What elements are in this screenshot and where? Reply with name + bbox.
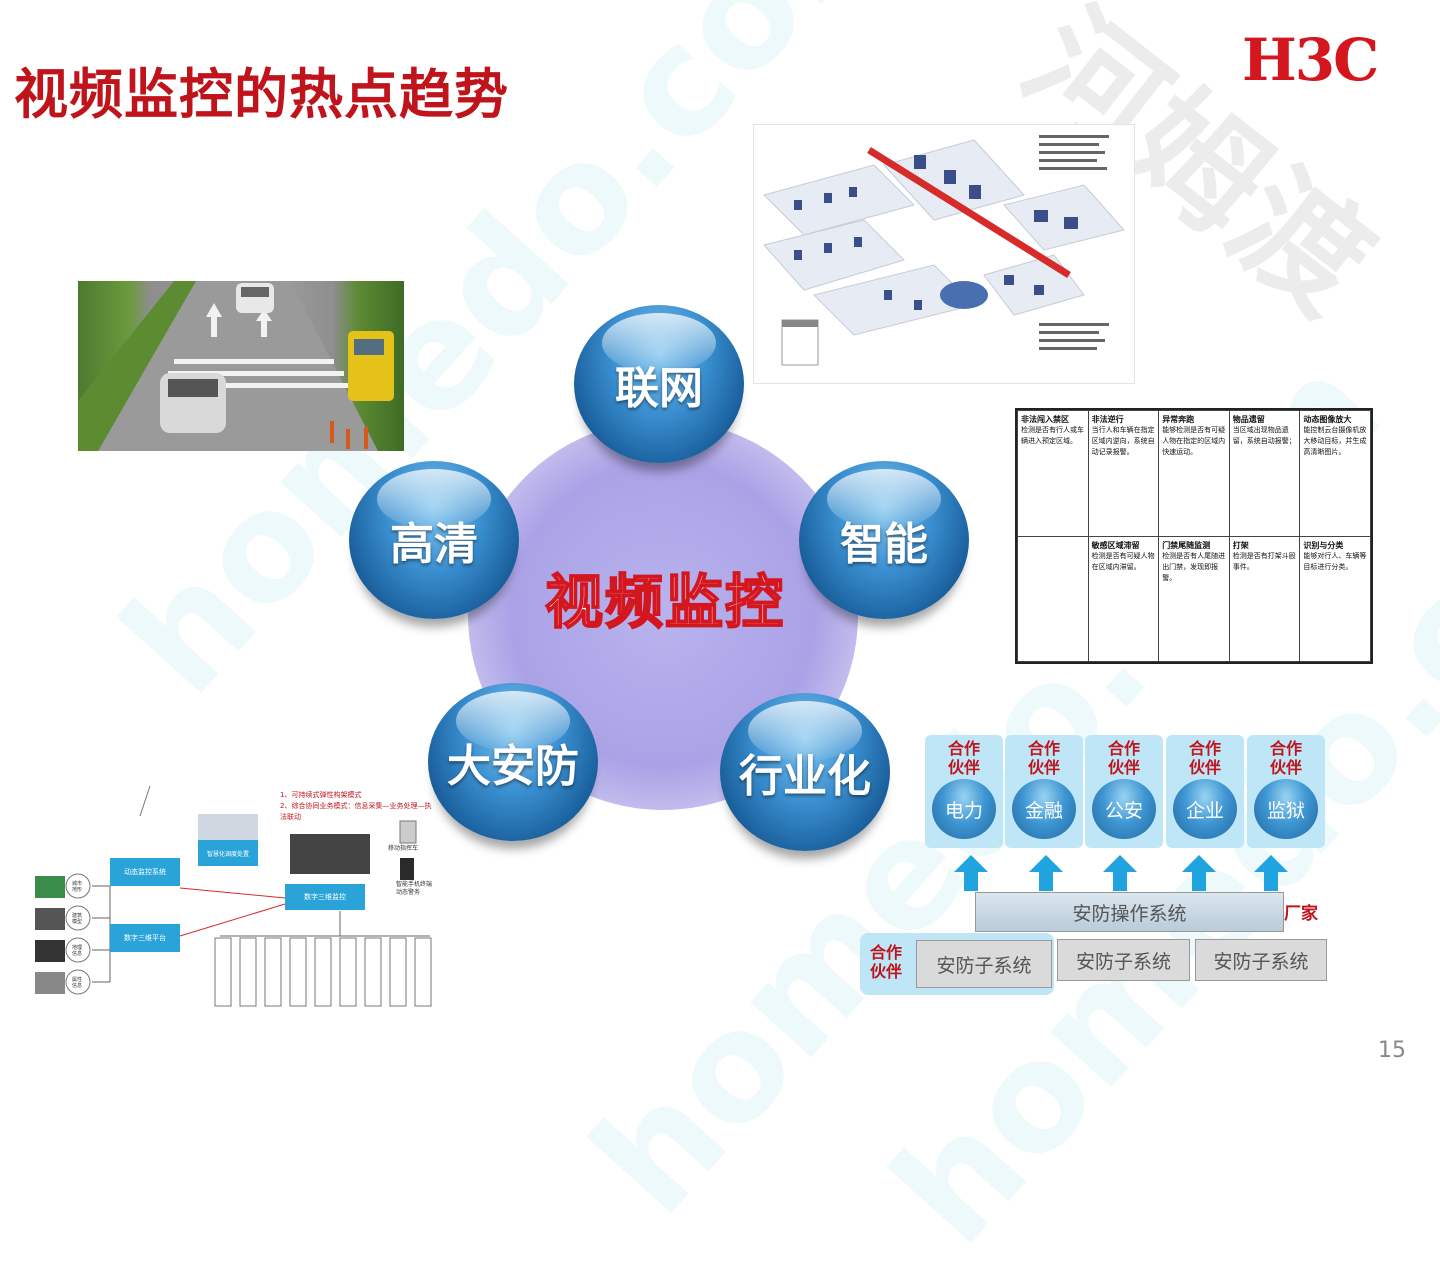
box-dispatch: 智慧化调度处置 <box>198 840 258 866</box>
sector-ball: 监狱 <box>1254 779 1318 839</box>
box-3d-monitoring: 数字三维监控 <box>285 884 365 910</box>
table-cell <box>1017 535 1089 662</box>
security-os-box: 安防操作系统 <box>975 892 1284 932</box>
sector-ball: 电力 <box>932 779 996 839</box>
diagram-notes: 1、可持续式弹性构架模式 2、综合协同业务模式：信息采集—业务处理—执法联动 <box>280 791 432 821</box>
subsystem-box: 安防子系统 <box>1195 939 1327 981</box>
partner-card: 合作伙伴 监狱 <box>1247 735 1325 848</box>
partner-card: 合作伙伴 金融 <box>1005 735 1083 848</box>
up-arrow-icon <box>1254 855 1288 891</box>
industry-architecture-diagram: 合作伙伴 电力 合作伙伴 金融 合作伙伴 公安 合作伙伴 企业 合作伙伴 监狱 … <box>858 735 1348 1000</box>
bubble-security: 大安防 <box>428 683 598 841</box>
left-label: 建筑模型 <box>72 913 83 925</box>
sector-ball: 企业 <box>1173 779 1237 839</box>
partner-card: 合作伙伴 电力 <box>925 735 1003 848</box>
up-arrow-icon <box>1103 855 1137 891</box>
table-cell: 识别与分类能够对行人、车辆等目标进行分类。 <box>1299 535 1371 662</box>
subsystem-box: 安防子系统 <box>916 940 1052 988</box>
page-number: 15 <box>1378 1038 1406 1063</box>
sector-ball: 公安 <box>1092 779 1156 839</box>
table-cell: 非法逆行当行人和车辆在指定区域内逆向，系统自动记录报警。 <box>1087 410 1160 537</box>
page-title: 视频监控的热点趋势 <box>14 63 509 126</box>
up-arrow-icon <box>1029 855 1063 891</box>
security-system-diagram: 1、可持续式弹性构架模式 2、综合协同业务模式：信息采集—业务处理—执法联动 动… <box>30 786 435 1008</box>
network-topology-diagram <box>753 124 1135 384</box>
h3c-logo: H3C <box>1242 26 1379 94</box>
bubble-intelligent: 智能 <box>799 461 969 619</box>
table-cell: 打架检测是否有打架斗殴事件。 <box>1228 535 1301 662</box>
table-cell: 门禁尾随监测检测是否有人尾随进出门禁，发现即报警。 <box>1158 535 1230 662</box>
sector-ball: 金融 <box>1012 779 1076 839</box>
table-cell: 异常奔跑能够检测是否有可疑人物在指定的区域内快速运动。 <box>1158 410 1230 537</box>
left-label: 城市地形 <box>72 881 83 893</box>
mobile-label: 移动指挥车 <box>388 845 419 852</box>
subsystem-box: 安防子系统 <box>1057 939 1190 981</box>
partner-card: 合作伙伴 企业 <box>1166 735 1244 848</box>
partner-card: 合作伙伴 公安 <box>1085 735 1163 848</box>
up-arrow-icon <box>954 855 988 891</box>
table-cell: 敏感区域滞留检测是否有可疑人物在区域内滞留。 <box>1087 535 1160 662</box>
phone-label: 智能手机终端 动态警务 <box>396 881 433 896</box>
table-cell: 非法闯入禁区检测是否有行人或车辆进入预定区域。 <box>1017 410 1089 537</box>
up-arrow-icon <box>1182 855 1216 891</box>
road-surveillance-photo <box>78 281 404 451</box>
table-cell: 动态图像放大能控制云台摄像机放大移动目标，并生成高清晰图片。 <box>1299 410 1371 537</box>
left-label: 地理信息 <box>72 945 83 957</box>
table-cell: 物品遗留当区域出现物品遗留，系统自动报警； <box>1228 410 1301 537</box>
bubble-hd: 高清 <box>349 461 519 619</box>
left-label: 属性信息 <box>72 977 83 989</box>
bubble-network: 联网 <box>574 305 744 463</box>
vendor-label: 厂家 <box>1284 904 1318 924</box>
bubble-industry: 行业化 <box>720 693 890 851</box>
box-3d-platform: 数字三维平台 <box>110 924 180 952</box>
center-label: 视频监控 <box>544 567 785 637</box>
box-dynamic-monitoring: 动态监控系统 <box>110 858 180 886</box>
smart-analysis-table: 非法闯入禁区检测是否有行人或车辆进入预定区域。 非法逆行当行人和车辆在指定区域内… <box>1015 408 1373 664</box>
partner-bottom-label: 合作伙伴 <box>870 943 903 981</box>
